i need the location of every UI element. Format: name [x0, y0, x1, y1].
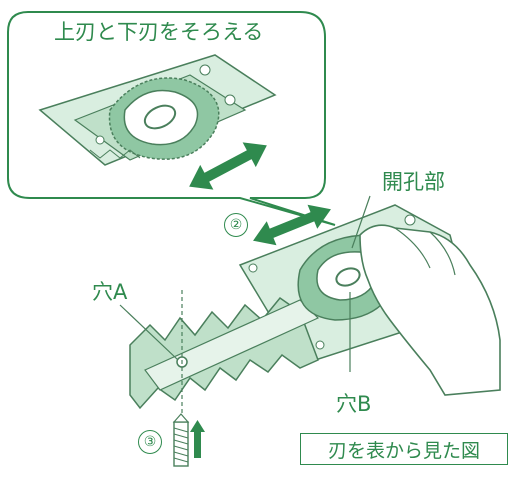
callout-title: 上刃と下刃をそろえる [54, 20, 264, 44]
opening-label: 開孔部 [382, 170, 445, 194]
double-arrow-icon [253, 204, 331, 246]
step-3-number: ③ [138, 430, 162, 454]
step-2-number: ② [224, 213, 248, 237]
screw-icon [172, 413, 190, 467]
hole-b-label: 穴B [336, 392, 372, 416]
zoomed-blade [38, 54, 277, 166]
up-arrow-icon [190, 420, 205, 458]
view-caption: 刃を表から見た図 [300, 433, 508, 465]
double-arrow-icon [189, 142, 267, 190]
hole-a-label: 穴A [92, 280, 128, 304]
